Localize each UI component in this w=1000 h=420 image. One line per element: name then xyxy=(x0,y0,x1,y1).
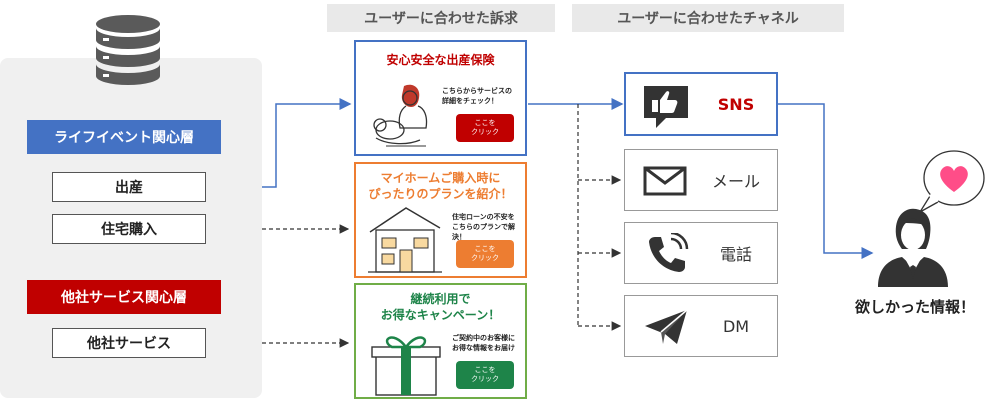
speech-bubble xyxy=(919,150,985,213)
card-desc: 住宅ローンの不安を こちらのプランで解決！ xyxy=(452,213,515,241)
channel-label: DM xyxy=(722,316,750,336)
channel-label: メール xyxy=(711,172,760,191)
card-desc: こちらからサービスの 詳細をチェック！ xyxy=(442,87,512,105)
card-desc: ご契約中のお客様に お得な情報をお届け xyxy=(452,334,515,352)
segment-title-life-event: ライフイベント関心層 xyxy=(27,120,221,154)
segment-item-other: 他社サービス xyxy=(52,328,206,358)
card-cta-button[interactable]: ここを クリック xyxy=(456,361,514,389)
segment-item-housing: 住宅購入 xyxy=(52,214,206,244)
house-icon xyxy=(368,207,442,273)
card-title: マイホームご購入時に ぴったりのプランを紹介！ xyxy=(368,171,513,201)
heart-icon xyxy=(940,166,968,192)
header-channel: ユーザーに合わせたチャネル xyxy=(572,4,844,32)
result-caption: 欲しかった情報！ xyxy=(854,298,975,316)
mother-baby-icon xyxy=(373,84,428,147)
card-cta-button[interactable]: ここを クリック xyxy=(456,240,514,268)
segment-item-birth: 出産 xyxy=(52,172,206,202)
card-title: 継続利用で お得なキャンペーン！ xyxy=(380,292,501,322)
ad-card-birth-insurance[interactable]: 安心安全な出産保険 こちらからサービスの 詳細をチェック！ ここを クリック xyxy=(354,40,527,156)
card-title: 安心安全な出産保険 xyxy=(386,53,495,67)
ad-card-campaign[interactable]: 継続利用で お得なキャンペーン！ ご契約中のお客様に お得な情報をお届け ここを… xyxy=(354,283,527,399)
channel-phone[interactable]: 電話 xyxy=(624,222,778,284)
paper-plane-icon xyxy=(645,309,688,344)
channel-label: SNS xyxy=(717,94,755,114)
channel-label: 電話 xyxy=(719,245,752,264)
ad-card-home-plan[interactable]: マイホームご購入時に ぴったりのプランを紹介！ 住宅ローンの不安を こちらのプラ… xyxy=(354,162,527,278)
thumbs-up-icon xyxy=(644,86,688,128)
gift-box-icon xyxy=(371,336,441,396)
channel-mail[interactable]: メール xyxy=(624,149,778,211)
card-cta-button[interactable]: ここを クリック xyxy=(456,114,514,142)
arrow-sns-to-user xyxy=(778,103,874,259)
channel-sns[interactable]: SNS xyxy=(624,72,778,136)
segment-title-other-service: 他社サービス関心層 xyxy=(27,280,221,314)
header-appeal: ユーザーに合わせた訴求 xyxy=(327,4,555,32)
phone-icon xyxy=(649,233,689,272)
mail-icon xyxy=(643,166,687,196)
database-icon xyxy=(96,15,160,85)
channel-dm[interactable]: DM xyxy=(624,295,778,357)
user-avatar-icon xyxy=(878,208,948,287)
